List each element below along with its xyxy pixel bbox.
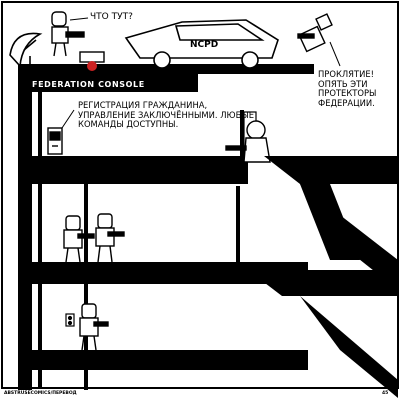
- hooded-figure-icon: [225, 120, 271, 163]
- alarm-device-icon: [79, 51, 105, 71]
- door-frame: [240, 110, 244, 162]
- roof-slab: [18, 64, 314, 74]
- building-wall-left: [18, 74, 32, 390]
- floor-slab: [18, 156, 248, 184]
- speech-tail: [329, 41, 341, 67]
- console-label: FEDERATION CONSOLE: [32, 80, 145, 89]
- speech-tail: [69, 17, 89, 21]
- console-banner: [18, 74, 198, 92]
- building-pillar: [38, 92, 42, 388]
- curse-speech-text: ПРОКЛЯТИЕ! ОПЯТЬ ЭТИ ПРОТЕКТОРЫ ФЕДЕРАЦИ…: [318, 69, 377, 108]
- panel-border: [1, 1, 399, 389]
- robot-guard-icon: [95, 213, 125, 263]
- robot-guard-icon: [63, 215, 95, 263]
- page-number: 45: [382, 391, 389, 396]
- console-screen-text: РЕГИСТРАЦИЯ ГРАЖДАНИНА, УПРАВЛЕНИЕ ЗАКЛЮ…: [78, 100, 255, 130]
- wall-panel-icon: [65, 313, 75, 327]
- floor-slab: [18, 350, 308, 370]
- robot-question-text: ЧТО ТУТ?: [90, 12, 133, 22]
- police-car-icon: [124, 19, 279, 69]
- floor-slab: [18, 262, 308, 284]
- robot-guard-icon: [79, 303, 109, 351]
- staircase: [248, 156, 398, 398]
- console-terminal-icon: [47, 127, 63, 155]
- robot-left-icon: [51, 11, 85, 57]
- speech-tail: [61, 109, 75, 129]
- robot-right-icon: [297, 13, 333, 53]
- building-pillar: [84, 180, 88, 390]
- footer-credit: ABSTRUSECOMICS/ПЕРЕВОД: [4, 391, 77, 396]
- building-pillar: [236, 186, 240, 262]
- satellite-dish-icon: [9, 32, 43, 68]
- car-plate-label: NCPD: [190, 40, 219, 50]
